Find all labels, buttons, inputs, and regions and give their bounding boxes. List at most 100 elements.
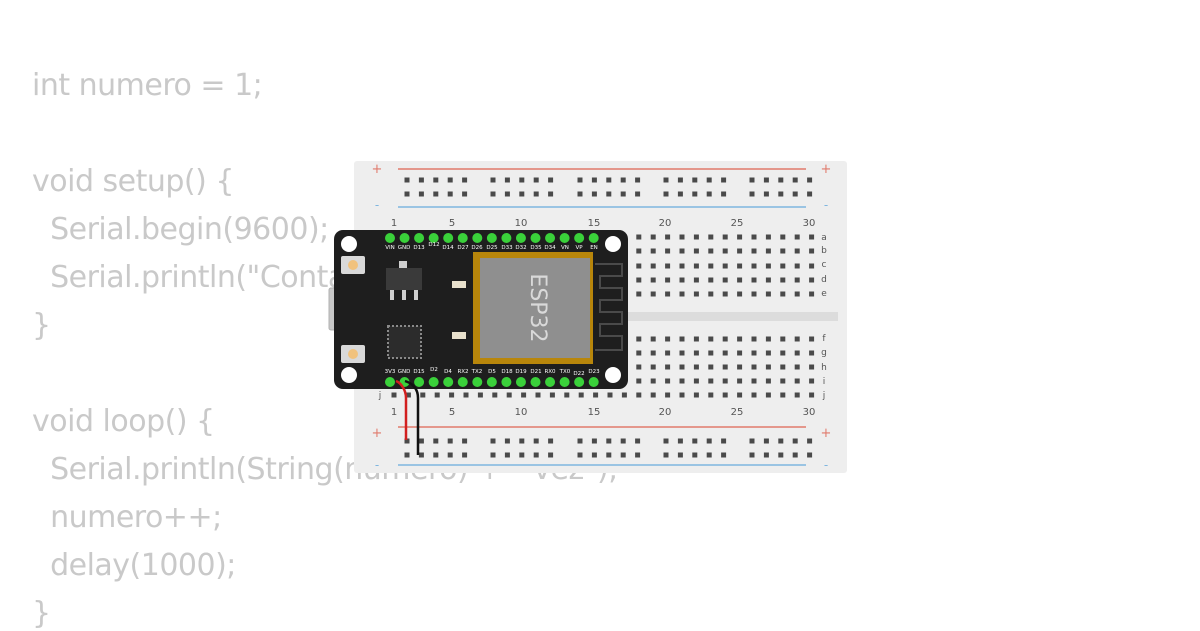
breadboard-hole[interactable] — [692, 191, 698, 197]
breadboard-hole[interactable] — [751, 291, 757, 297]
breadboard-hole[interactable] — [692, 438, 698, 444]
breadboard-hole[interactable] — [405, 392, 411, 398]
breadboard-hole[interactable] — [722, 392, 728, 398]
breadboard-hole[interactable] — [635, 452, 641, 458]
esp32-pin[interactable] — [559, 233, 570, 243]
breadboard-hole[interactable] — [404, 177, 410, 183]
breadboard-hole[interactable] — [635, 177, 641, 183]
breadboard-hole[interactable] — [663, 452, 669, 458]
breadboard-hole[interactable] — [636, 291, 642, 297]
breadboard-hole[interactable] — [650, 263, 656, 269]
breadboard-hole[interactable] — [663, 177, 669, 183]
breadboard-hole[interactable] — [635, 191, 641, 197]
esp32-pin[interactable] — [545, 377, 556, 387]
breadboard-hole[interactable] — [577, 191, 583, 197]
breadboard-hole[interactable] — [677, 452, 683, 458]
breadboard-hole[interactable] — [780, 364, 786, 370]
breadboard-hole[interactable] — [792, 438, 798, 444]
esp32-board[interactable]: ESP32 VIN GND D13 D12 D14 D27 D26 D25 D3… — [328, 230, 628, 389]
breadboard-hole[interactable] — [519, 452, 525, 458]
breadboard-hole[interactable] — [663, 191, 669, 197]
breadboard-hole[interactable] — [391, 392, 397, 398]
breadboard-hole[interactable] — [708, 291, 714, 297]
breadboard-hole[interactable] — [434, 392, 440, 398]
breadboard-hole[interactable] — [433, 452, 439, 458]
breadboard-hole[interactable] — [780, 350, 786, 356]
breadboard-hole[interactable] — [636, 392, 642, 398]
esp32-pin[interactable] — [385, 233, 395, 243]
breadboard-hole[interactable] — [677, 177, 683, 183]
breadboard-hole[interactable] — [780, 234, 786, 240]
breadboard-hole[interactable] — [809, 277, 815, 283]
breadboard-hole[interactable] — [765, 248, 771, 254]
breadboard-hole[interactable] — [650, 364, 656, 370]
breadboard-hole[interactable] — [635, 438, 641, 444]
breadboard-hole[interactable] — [807, 177, 813, 183]
breadboard-hole[interactable] — [677, 191, 683, 197]
breadboard-hole[interactable] — [665, 263, 671, 269]
breadboard-hole[interactable] — [751, 277, 757, 283]
breadboard-hole[interactable] — [650, 350, 656, 356]
esp32-pin[interactable] — [530, 377, 541, 387]
breadboard-hole[interactable] — [636, 277, 642, 283]
breadboard-hole[interactable] — [433, 438, 439, 444]
breadboard-hole[interactable] — [650, 234, 656, 240]
breadboard-hole[interactable] — [692, 452, 698, 458]
esp32-pin[interactable] — [515, 377, 526, 387]
breadboard-hole[interactable] — [794, 364, 800, 370]
breadboard-hole[interactable] — [650, 336, 656, 342]
breadboard-hole[interactable] — [722, 234, 728, 240]
breadboard-hole[interactable] — [492, 392, 498, 398]
breadboard-hole[interactable] — [708, 378, 714, 384]
esp32-pin[interactable] — [399, 233, 410, 243]
esp32-pin[interactable] — [486, 233, 497, 243]
breadboard-hole[interactable] — [737, 263, 743, 269]
breadboard-hole[interactable] — [751, 350, 757, 356]
esp32-pin[interactable] — [588, 377, 599, 387]
breadboard-hole[interactable] — [462, 191, 468, 197]
breadboard-hole[interactable] — [737, 277, 743, 283]
esp32-pin[interactable] — [545, 233, 556, 243]
esp32-pin[interactable] — [588, 233, 599, 243]
breadboard-hole[interactable] — [665, 234, 671, 240]
breadboard-hole[interactable] — [708, 392, 714, 398]
breadboard-hole[interactable] — [577, 452, 583, 458]
breadboard-hole[interactable] — [809, 291, 815, 297]
breadboard-hole[interactable] — [763, 452, 769, 458]
breadboard-hole[interactable] — [778, 452, 784, 458]
breadboard-hole[interactable] — [650, 248, 656, 254]
breadboard-hole[interactable] — [737, 378, 743, 384]
breadboard-hole[interactable] — [751, 378, 757, 384]
breadboard-hole[interactable] — [765, 234, 771, 240]
breadboard-hole[interactable] — [519, 191, 525, 197]
breadboard-hole[interactable] — [692, 177, 698, 183]
breadboard-hole[interactable] — [721, 177, 727, 183]
breadboard-hole[interactable] — [477, 392, 483, 398]
breadboard-hole[interactable] — [693, 350, 699, 356]
esp32-pin[interactable] — [443, 233, 454, 243]
breadboard-hole[interactable] — [693, 277, 699, 283]
breadboard-hole[interactable] — [404, 438, 410, 444]
breadboard-hole[interactable] — [521, 392, 527, 398]
breadboard-hole[interactable] — [663, 438, 669, 444]
breadboard-hole[interactable] — [693, 291, 699, 297]
breadboard-hole[interactable] — [749, 438, 755, 444]
breadboard-hole[interactable] — [504, 438, 510, 444]
esp32-pin[interactable] — [501, 233, 512, 243]
breadboard-hole[interactable] — [490, 177, 496, 183]
breadboard-hole[interactable] — [433, 177, 439, 183]
breadboard-hole[interactable] — [650, 291, 656, 297]
breadboard-hole[interactable] — [722, 364, 728, 370]
breadboard-hole[interactable] — [504, 177, 510, 183]
esp32-pin[interactable] — [574, 233, 585, 243]
breadboard-hole[interactable] — [591, 438, 597, 444]
breadboard-hole[interactable] — [591, 452, 597, 458]
breadboard-hole[interactable] — [780, 248, 786, 254]
breadboard-hole[interactable] — [749, 191, 755, 197]
breadboard-hole[interactable] — [533, 438, 539, 444]
breadboard-hole[interactable] — [636, 336, 642, 342]
breadboard-hole[interactable] — [418, 438, 424, 444]
red-wire[interactable] — [395, 379, 408, 440]
breadboard-hole[interactable] — [462, 438, 468, 444]
breadboard-hole[interactable] — [794, 263, 800, 269]
